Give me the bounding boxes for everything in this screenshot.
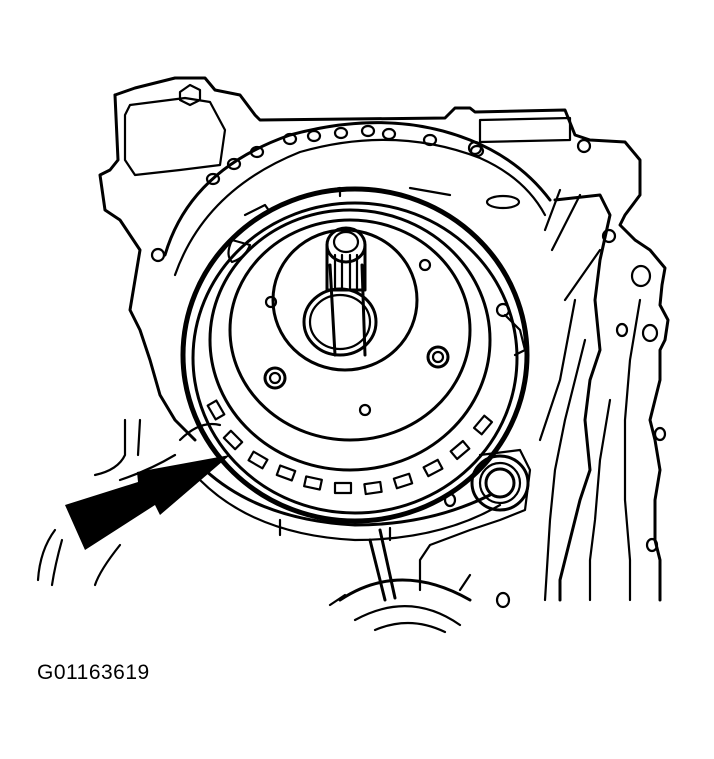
- figure-caption-code: G01163619: [37, 661, 150, 684]
- background-curves: [36, 418, 142, 587]
- case-bolt-holes: [150, 124, 667, 553]
- technical-illustration: [36, 76, 670, 634]
- clutch-housing: [180, 186, 530, 542]
- hub-holes: [263, 258, 450, 417]
- seal-boss: [418, 448, 532, 592]
- input-shaft: [302, 226, 378, 357]
- lower-gear: [328, 528, 511, 634]
- arrow-icon: [65, 455, 230, 550]
